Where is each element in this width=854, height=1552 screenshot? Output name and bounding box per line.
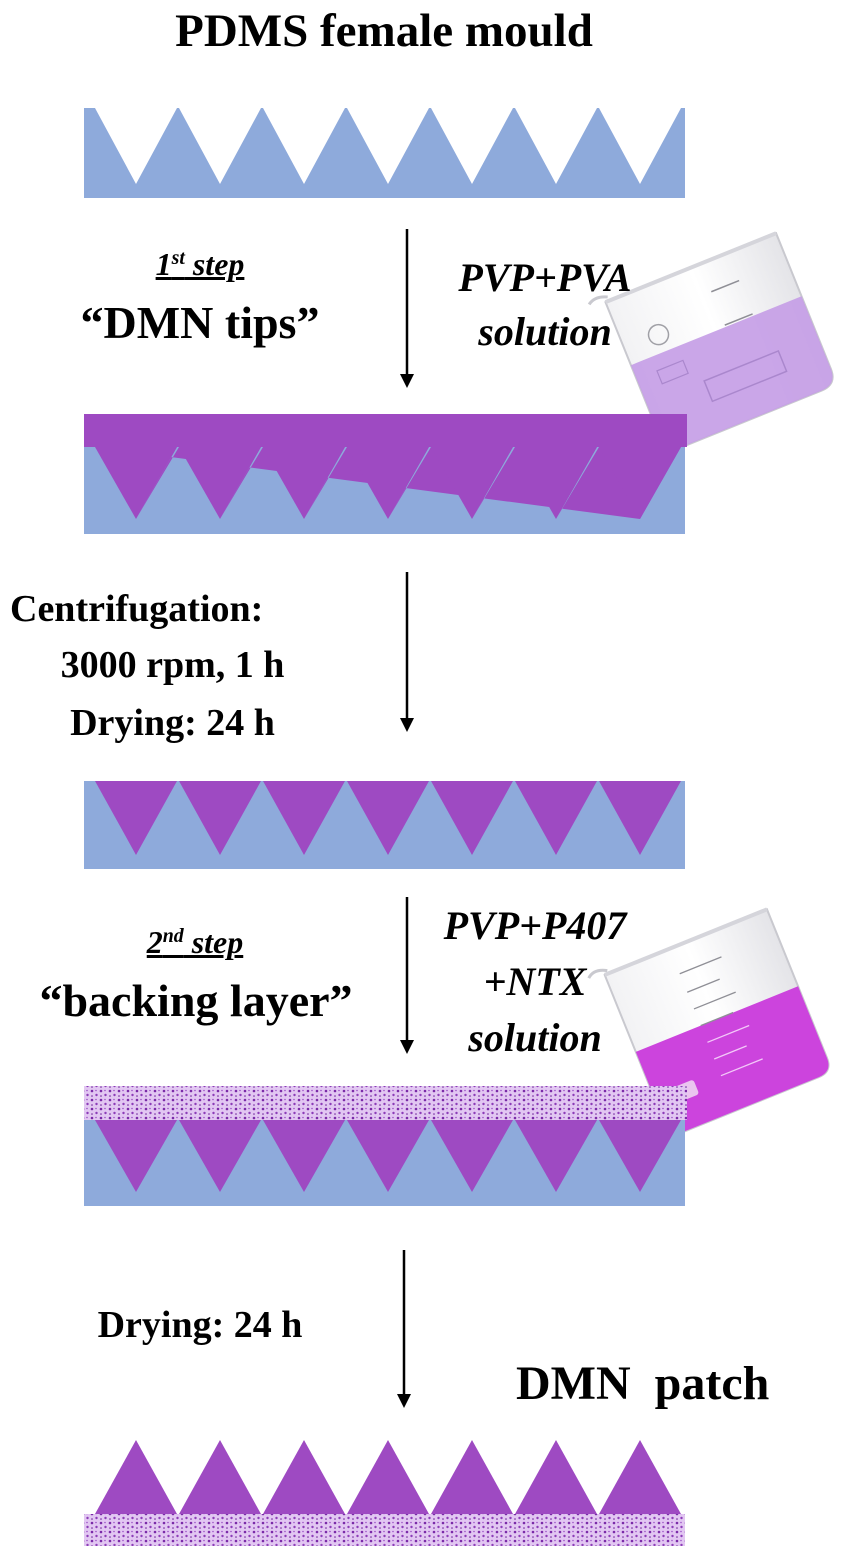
- arrow-step1: [400, 229, 414, 388]
- mould-with-backing: [84, 1086, 687, 1206]
- mould-with-tips: [84, 781, 685, 869]
- arrow-step2: [400, 897, 414, 1054]
- step1-name: “DMN tips”: [80, 297, 320, 348]
- dmn-patch-label: DMN patch: [516, 1357, 770, 1410]
- centrifugation-line3: Drying: 24 h: [70, 702, 275, 744]
- step1-solution-line2: solution: [478, 309, 612, 354]
- centrifugation-line1: Centrifugation:: [10, 588, 264, 630]
- patch-backing: [84, 1514, 685, 1546]
- mould-with-solution: [84, 414, 687, 534]
- arrow-centrifugation: [400, 572, 414, 732]
- step2-solution-line3: solution: [468, 1015, 602, 1060]
- diagram-title: PDMS female mould: [175, 5, 593, 57]
- final-drying-label: Drying: 24 h: [97, 1304, 303, 1346]
- centrifugation-line2: 3000 rpm, 1 h: [60, 644, 285, 686]
- step2-label: 2nd step: [146, 924, 244, 960]
- pdms-mould-empty: [84, 108, 685, 198]
- step1-label: 1st step: [155, 246, 245, 282]
- mould-body: [84, 108, 685, 198]
- step1-solution-line1: PVP+PVA: [458, 255, 632, 300]
- step2-solution-line1: PVP+P407: [443, 903, 627, 948]
- step2-name: “backing layer”: [39, 975, 353, 1026]
- dmn-patch: [84, 1440, 685, 1546]
- step2-solution-line2: +NTX: [483, 959, 587, 1004]
- solution-layer: [84, 414, 687, 447]
- backing-layer: [84, 1086, 687, 1120]
- arrow-final-drying: [397, 1250, 411, 1408]
